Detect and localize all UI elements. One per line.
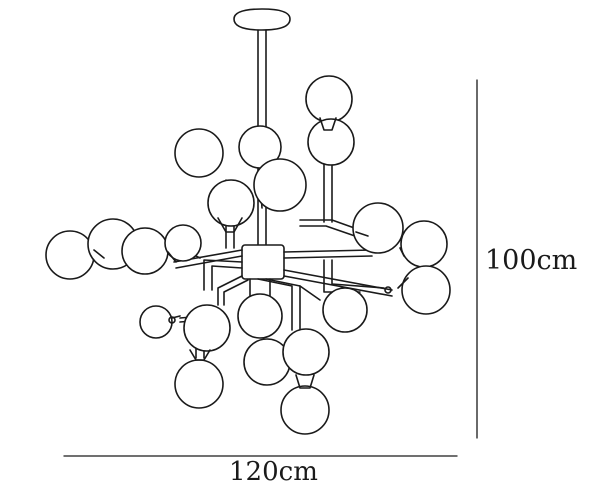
globe — [207, 179, 255, 227]
globe-collars — [93, 117, 409, 389]
globe — [352, 202, 404, 254]
globe — [401, 265, 451, 315]
globe — [45, 230, 95, 280]
central-hub — [241, 244, 285, 280]
globe — [183, 304, 231, 352]
height-label: 100cm — [485, 245, 577, 276]
globe — [121, 227, 169, 275]
globe — [174, 359, 224, 409]
globe — [164, 224, 202, 262]
globe — [253, 158, 307, 212]
globe — [307, 118, 355, 166]
globe — [280, 385, 330, 435]
globe — [237, 293, 283, 339]
chandelier-arms — [173, 149, 393, 359]
globe — [400, 220, 448, 268]
width-label: 120cm — [229, 457, 318, 487]
globe — [139, 305, 173, 339]
ceiling-canopy — [233, 8, 291, 31]
globe — [174, 128, 224, 178]
globe — [305, 75, 353, 123]
glass-globes — [45, 75, 451, 435]
globe — [282, 328, 330, 376]
globe — [322, 287, 368, 333]
